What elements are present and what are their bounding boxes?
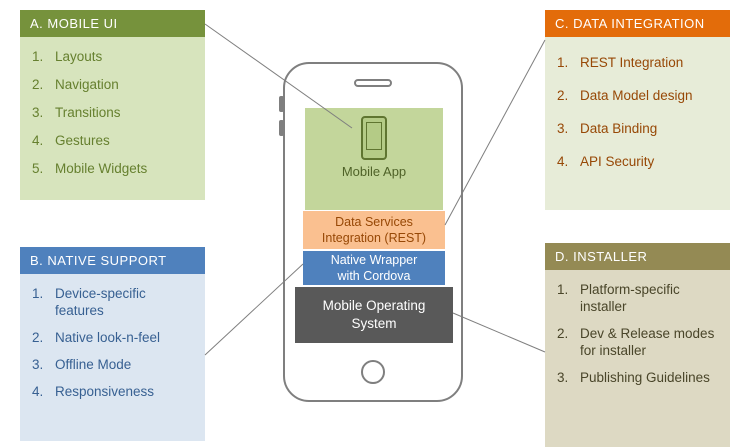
panel-c-data-integration-header: C. DATA INTEGRATION bbox=[545, 10, 730, 37]
native-wrapper-layer: Native Wrapper with Cordova bbox=[303, 251, 445, 285]
data-services-label: Data Services Integration (REST) bbox=[321, 214, 427, 245]
list-item: Gestures bbox=[55, 132, 110, 148]
native-wrapper-label: Native Wrapper with Cordova bbox=[330, 252, 418, 283]
phone-side-button bbox=[279, 96, 284, 112]
mobile-app-layer: Mobile App bbox=[305, 108, 443, 210]
list-item: Platform-specific installer bbox=[580, 282, 680, 314]
list-item: Mobile Widgets bbox=[55, 160, 148, 176]
list-item: Transitions bbox=[55, 104, 121, 120]
list-item: Responsiveness bbox=[55, 383, 155, 399]
panel-d-installer-header: D. INSTALLER bbox=[545, 243, 730, 270]
mobile-app-label: Mobile App bbox=[341, 164, 407, 179]
mobile-app-icon bbox=[361, 116, 387, 160]
list-item: REST Integration bbox=[580, 55, 684, 70]
list-item: Device-specific features bbox=[55, 286, 146, 318]
phone-side-button bbox=[279, 120, 284, 136]
phone-home-button bbox=[361, 360, 385, 384]
list-item: Dev & Release modes for installer bbox=[580, 325, 715, 358]
list-item: API Security bbox=[580, 153, 655, 169]
smartphone-outline: Mobile App Data Services Integration (RE… bbox=[279, 62, 463, 402]
panel-b-native-support-header: B. NATIVE SUPPORT bbox=[20, 247, 205, 274]
list-item: Layouts bbox=[55, 49, 103, 64]
connector-installer bbox=[452, 312, 546, 353]
mobile-os-label: Mobile Operating System bbox=[322, 297, 426, 331]
mobile-app-icon-screen bbox=[366, 122, 382, 150]
panel-a-mobile-ui-header: A. MOBILE UI bbox=[20, 10, 205, 37]
list-item: Native look-n-feel bbox=[55, 329, 161, 345]
mobile-os-layer: Mobile Operating System bbox=[295, 287, 453, 343]
list-item: Data Binding bbox=[580, 120, 658, 136]
phone-speaker bbox=[354, 79, 392, 87]
list-item: Publishing Guidelines bbox=[580, 369, 710, 385]
list-item: Navigation bbox=[55, 76, 119, 92]
data-services-layer: Data Services Integration (REST) bbox=[303, 211, 445, 249]
list-item: Offline Mode bbox=[55, 356, 132, 372]
list-item: Data Model design bbox=[580, 87, 693, 103]
